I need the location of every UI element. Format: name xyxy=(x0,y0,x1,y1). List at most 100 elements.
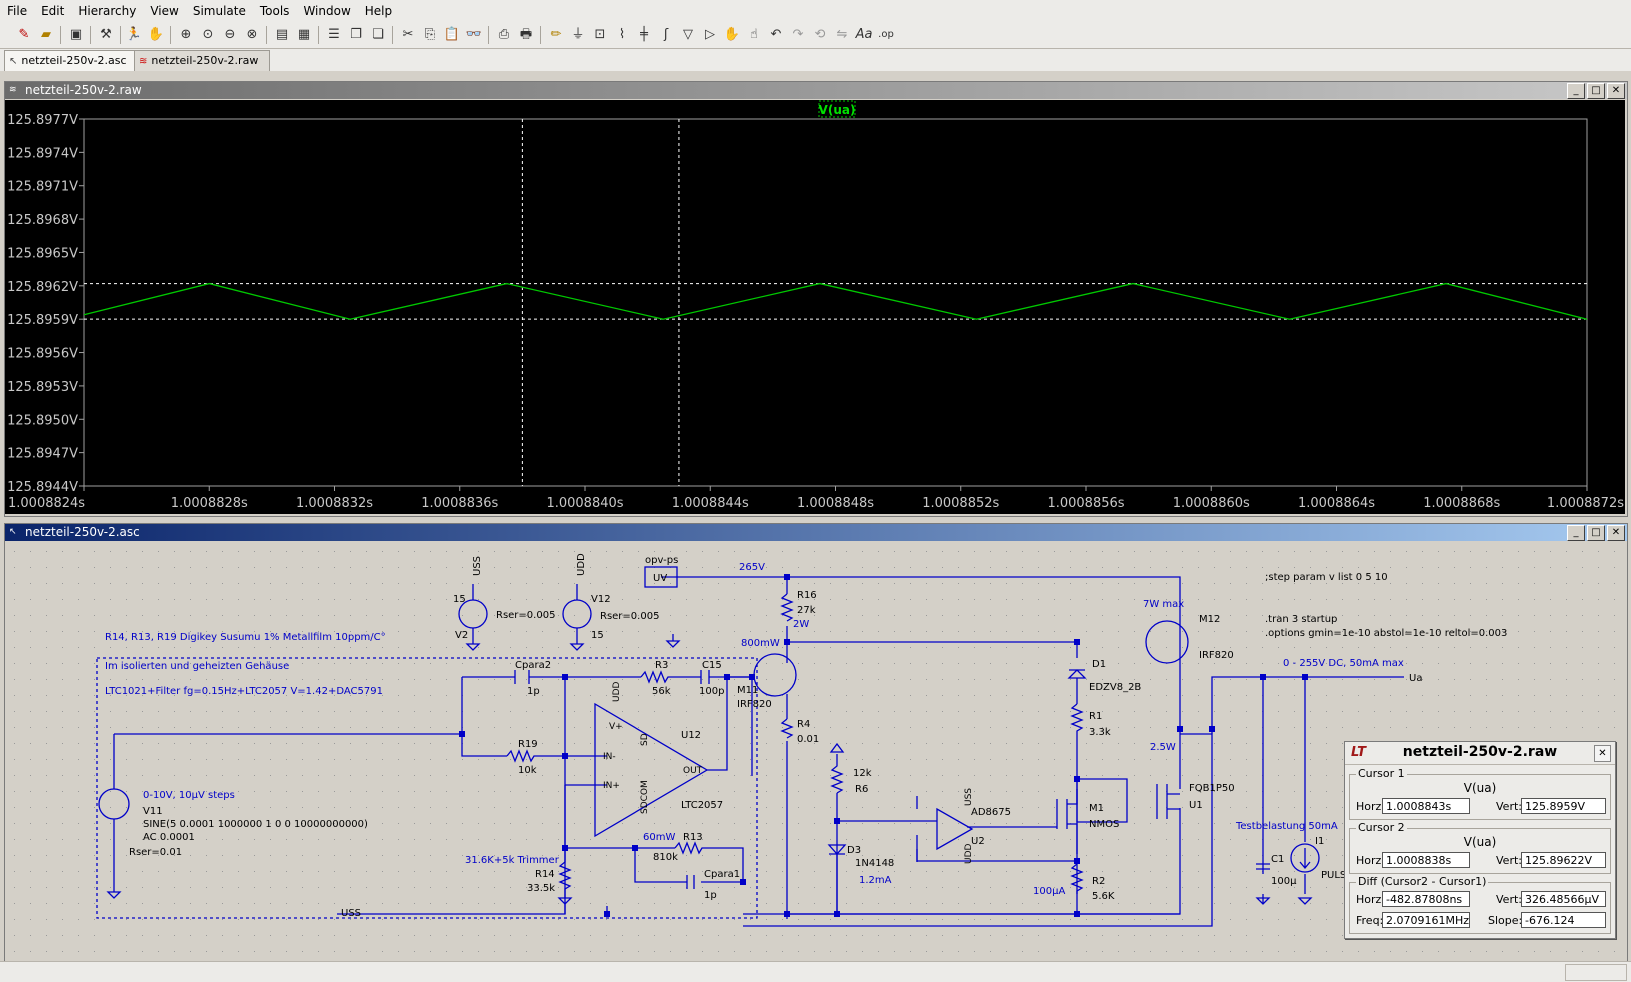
run-icon[interactable]: 🏃 xyxy=(125,27,143,42)
r14-value: 33.5k xyxy=(527,883,555,894)
capacitor-icon[interactable]: ╪ xyxy=(640,27,648,42)
r2-current: 100µA xyxy=(1033,886,1065,897)
u1-name: U1 xyxy=(1189,800,1203,811)
trace-label[interactable]: V(ua) xyxy=(819,103,856,117)
zoom-out-icon[interactable]: ⊖ xyxy=(224,27,236,42)
grid-icon[interactable]: ▦ xyxy=(297,27,311,42)
cursor2-vert-field[interactable]: 125.89622V xyxy=(1521,852,1606,868)
capacitor-c15 xyxy=(700,670,710,684)
copy-icon[interactable]: ⎘ xyxy=(424,27,436,42)
diff-vert-field[interactable]: 326.48566µV xyxy=(1521,891,1606,907)
cursor2-horz-field[interactable]: 1.0008838s xyxy=(1382,852,1470,868)
d3-model: 1N4148 xyxy=(855,858,894,869)
schematic-components xyxy=(98,566,1320,905)
diff-freq-field[interactable]: 2.0709161MHz xyxy=(1382,912,1470,928)
diff-slope-field[interactable]: -676.124 xyxy=(1521,912,1606,928)
close-button[interactable]: ✕ xyxy=(1607,525,1625,541)
menu-file[interactable]: File xyxy=(7,4,28,18)
cursor1-vert-field[interactable]: 125.8959V xyxy=(1521,798,1606,814)
menu-hierarchy[interactable]: Hierarchy xyxy=(78,4,137,18)
paste-icon[interactable]: 📋 xyxy=(443,27,461,42)
m1-model: NMOS xyxy=(1089,819,1119,830)
minimize-button[interactable]: _ xyxy=(1567,83,1585,99)
ground-icon[interactable]: ⏚ xyxy=(571,27,585,42)
print-setup-icon[interactable]: ⎙ xyxy=(498,27,510,42)
cursor2-label: Cursor 2 xyxy=(1356,821,1407,834)
menu-help[interactable]: Help xyxy=(364,4,393,18)
new-schematic-icon[interactable]: ✎ xyxy=(18,27,30,42)
x-tick-label: 1.0008864s xyxy=(1298,496,1375,511)
status-bar xyxy=(0,961,1631,982)
spice-directive-icon[interactable]: .op xyxy=(878,29,894,40)
waveform-plot[interactable]: 125.8977V125.8974V125.8971V125.8968V125.… xyxy=(5,100,1625,514)
r19-value: 10k xyxy=(518,765,537,776)
component-icon[interactable]: ▷ xyxy=(705,27,715,42)
maximize-button[interactable]: □ xyxy=(1587,83,1605,99)
print-icon[interactable]: 🖶 xyxy=(519,27,533,42)
u2-uss-label: USS xyxy=(964,788,974,806)
text-icon[interactable]: Aa xyxy=(855,27,873,42)
diff-horz-field[interactable]: -482.87808ns xyxy=(1382,891,1470,907)
find-icon[interactable]: 👓 xyxy=(465,27,483,42)
inductor-icon[interactable]: ʃ xyxy=(663,27,669,42)
tile-horizontal-icon[interactable]: ☰ xyxy=(328,27,340,42)
cursor1-horz-field[interactable]: 1.0008843s xyxy=(1382,798,1470,814)
y-tick-label: 125.8959V xyxy=(7,313,78,328)
mirror-icon[interactable]: ⇋ xyxy=(836,27,848,42)
cut-icon[interactable]: ✂ xyxy=(402,27,414,42)
x-tick-label: 1.0008828s xyxy=(171,496,248,511)
minimize-button[interactable]: _ xyxy=(1567,525,1585,541)
menu-simulate[interactable]: Simulate xyxy=(192,4,246,18)
note-resistors: R14, R13, R19 Digikey Susumu 1% Metallfi… xyxy=(105,632,386,643)
move-icon[interactable]: ✋ xyxy=(723,27,741,42)
pan-icon[interactable]: ⊙ xyxy=(202,27,214,42)
toolbar-separator xyxy=(120,26,121,44)
waveform-window-titlebar[interactable]: ≋ netzteil-250v-2.raw _ □ ✕ xyxy=(5,82,1627,99)
cursor1-horz-label: Horz: xyxy=(1356,800,1386,813)
autorange-icon[interactable]: ▤ xyxy=(275,27,289,42)
tab-waveform[interactable]: ≋netzteil-250v-2.raw xyxy=(134,50,270,71)
menu-view[interactable]: View xyxy=(150,4,179,18)
d1-name: D1 xyxy=(1092,659,1106,670)
drag-icon[interactable]: ☝ xyxy=(750,27,758,42)
cursor-panel-titlebar[interactable]: LT netzteil-250v-2.raw ✕ xyxy=(1345,742,1615,765)
control-panel-icon[interactable]: ⚒ xyxy=(100,27,112,42)
y-tick-label: 125.8965V xyxy=(7,246,78,261)
net-label-uss-bottom: USS xyxy=(341,908,361,919)
cpara1-value: 1p xyxy=(704,890,717,901)
waveform-icon: ≋ xyxy=(139,56,148,67)
net-label-uss: USS xyxy=(472,556,483,576)
redo-icon[interactable]: ↷ xyxy=(792,27,804,42)
menu-tools[interactable]: Tools xyxy=(259,4,290,18)
save-icon[interactable]: ▣ xyxy=(69,27,83,42)
net-label-udd: UDD xyxy=(576,553,587,576)
resistor-icon[interactable]: ⌇ xyxy=(618,27,626,42)
undo-icon[interactable]: ↶ xyxy=(770,27,782,42)
tile-vertical-icon[interactable]: ❐ xyxy=(350,27,362,42)
halt-icon[interactable]: ✋ xyxy=(147,27,165,42)
net-label-icon[interactable]: ⊡ xyxy=(594,27,606,42)
maximize-button[interactable]: □ xyxy=(1587,525,1605,541)
u12-name: U12 xyxy=(681,730,701,741)
draw-wire-icon[interactable]: ✏ xyxy=(550,27,562,42)
tab-schematic[interactable]: ↖netzteil-250v-2.asc xyxy=(4,50,140,71)
cascade-icon[interactable]: ❏ xyxy=(372,27,384,42)
r14-name: R14 xyxy=(535,869,555,880)
close-button[interactable]: ✕ xyxy=(1607,83,1625,99)
menu-window[interactable]: Window xyxy=(303,4,351,18)
cursor1-trace: V(ua) xyxy=(1463,781,1497,795)
close-button[interactable]: ✕ xyxy=(1594,745,1611,762)
diode-icon[interactable]: ▽ xyxy=(683,27,693,42)
r16-power: 2W xyxy=(793,619,809,630)
load-description: Testbelastung 50mA xyxy=(1235,821,1338,832)
u12-pin-out: OUT xyxy=(683,766,703,776)
y-tick-label: 125.8974V xyxy=(7,146,78,161)
menu-edit[interactable]: Edit xyxy=(41,4,65,18)
cursor2-horz-label: Horz: xyxy=(1356,854,1386,867)
zoom-in-icon[interactable]: ⊕ xyxy=(180,27,192,42)
open-folder-icon[interactable]: ▰ xyxy=(41,27,51,42)
zoom-fit-icon[interactable]: ⊗ xyxy=(246,27,258,42)
rotate-icon[interactable]: ⟲ xyxy=(814,27,826,42)
schematic-window-titlebar[interactable]: ↖ netzteil-250v-2.asc _ □ ✕ xyxy=(5,524,1627,541)
